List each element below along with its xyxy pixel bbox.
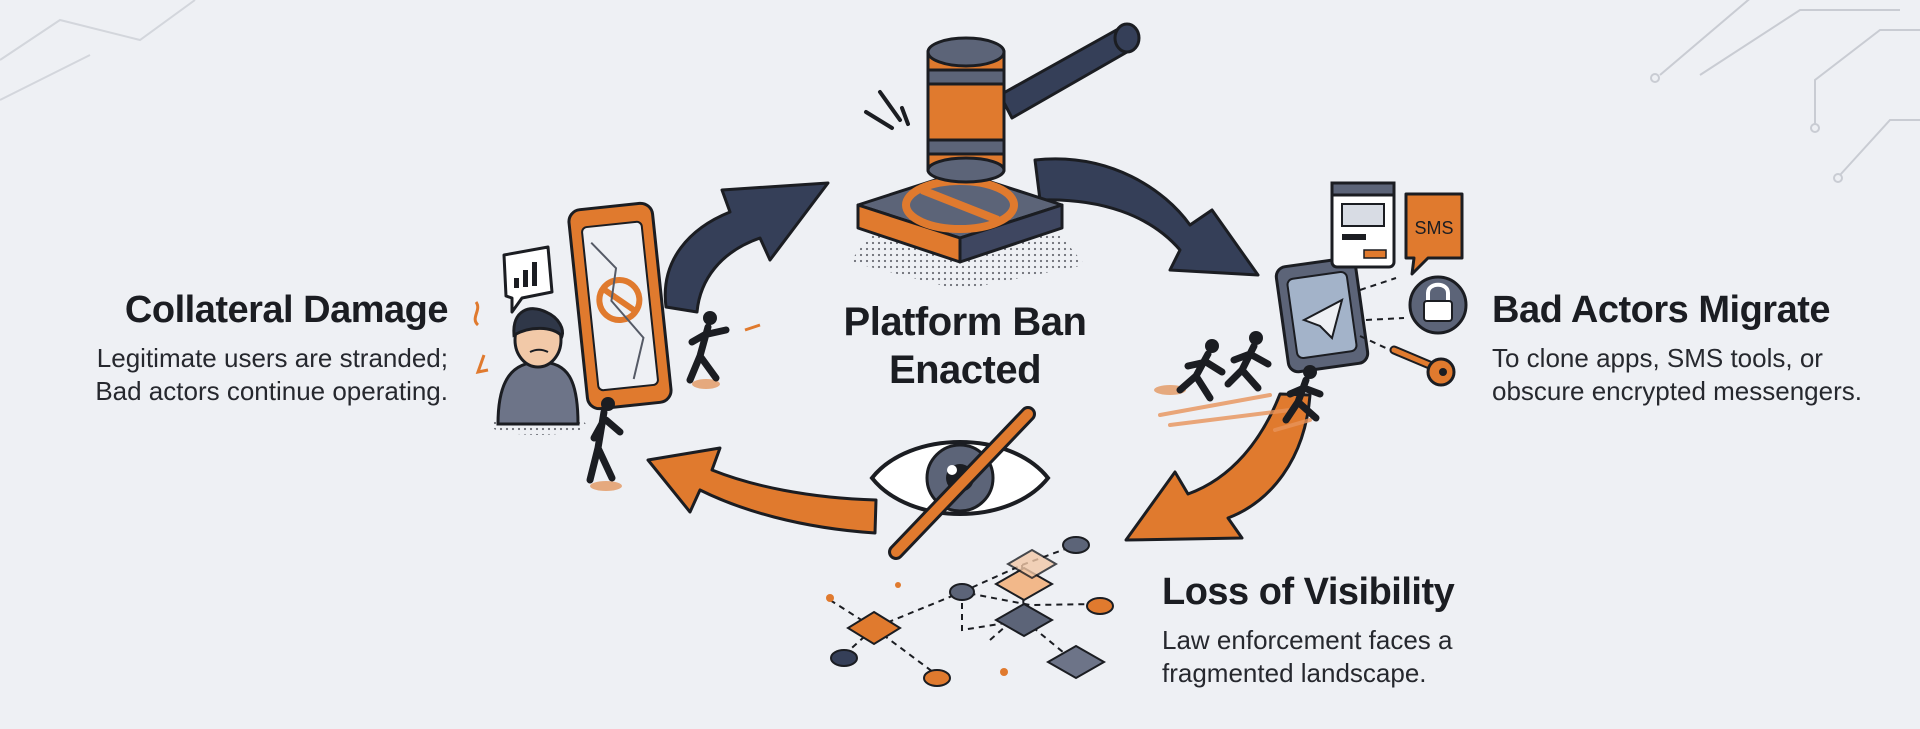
loss-of-visibility-desc-line2: fragmented landscape. bbox=[1162, 658, 1427, 688]
bad-actors-migrate-label: Bad Actors Migrate To clone apps, SMS to… bbox=[1492, 288, 1912, 408]
center-label: Platform Ban Enacted bbox=[800, 298, 1130, 394]
collateral-damage-desc-line1: Legitimate users are stranded; bbox=[96, 343, 448, 373]
chart-icon bbox=[502, 245, 554, 314]
browser-icon bbox=[1330, 181, 1396, 269]
collateral-damage-label: Collateral Damage Legitimate users are s… bbox=[0, 288, 448, 408]
sms-icon: SMS bbox=[1404, 192, 1464, 276]
bad-actors-migrate-desc-line1: To clone apps, SMS tools, or bbox=[1492, 343, 1823, 373]
runner-icon-right-2 bbox=[1224, 331, 1272, 392]
connector-lines bbox=[1359, 277, 1405, 351]
arrow-navy-right bbox=[1033, 157, 1260, 277]
runner-icon-right-3 bbox=[1282, 365, 1324, 424]
eye-slash-icon bbox=[869, 406, 1051, 560]
loss-of-visibility-title: Loss of Visibility bbox=[1162, 571, 1455, 613]
phone-icon bbox=[567, 201, 673, 411]
circuit-decoration-top-right bbox=[1650, 0, 1920, 183]
collateral-damage-desc-line2: Bad actors continue operating. bbox=[95, 376, 448, 406]
network-icon bbox=[826, 536, 1114, 687]
arrow-navy-up bbox=[663, 181, 830, 314]
user-icon bbox=[473, 301, 586, 435]
bad-actors-migrate-title: Bad Actors Migrate bbox=[1492, 289, 1831, 331]
center-title-line1: Platform Ban bbox=[843, 300, 1087, 344]
runner-icon-left-mid bbox=[686, 311, 761, 389]
bad-actors-migrate-desc-line2: obscure encrypted messengers. bbox=[1492, 376, 1862, 406]
arrow-orange-down bbox=[1124, 392, 1312, 542]
motion-streaks bbox=[1158, 393, 1312, 432]
arrow-orange-left bbox=[646, 446, 878, 535]
loss-of-visibility-label: Loss of Visibility Law enforcement faces… bbox=[1162, 570, 1582, 690]
lock-icon bbox=[1408, 275, 1468, 335]
circuit-decoration-top-left bbox=[0, 0, 196, 101]
collateral-damage-title: Collateral Damage bbox=[124, 289, 449, 331]
gavel-icon bbox=[850, 22, 1141, 290]
messenger-icon bbox=[1274, 256, 1370, 374]
center-title-line2: Enacted bbox=[888, 348, 1042, 392]
key-icon bbox=[1389, 345, 1456, 387]
sms-badge-text: SMS bbox=[1414, 218, 1453, 238]
runner-icon-small-left bbox=[586, 397, 624, 491]
runner-icon-right-1 bbox=[1154, 339, 1226, 402]
loss-of-visibility-desc-line1: Law enforcement faces a bbox=[1162, 625, 1453, 655]
